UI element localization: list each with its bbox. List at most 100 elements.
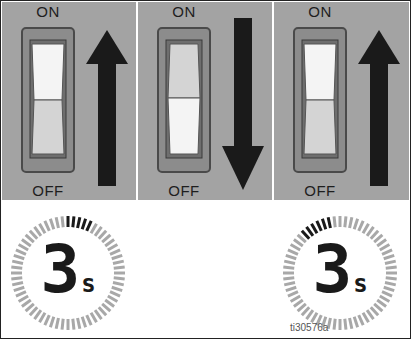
timer-tick bbox=[317, 221, 321, 231]
timer-tick bbox=[56, 318, 58, 329]
timer-tick bbox=[108, 245, 118, 251]
timer-tick bbox=[298, 304, 306, 311]
timer-tick bbox=[385, 283, 396, 285]
timer-tick bbox=[95, 227, 101, 236]
timer-tick bbox=[50, 219, 53, 229]
timer-tick bbox=[56, 217, 58, 228]
direction-arrow bbox=[222, 18, 264, 190]
timer-tick bbox=[374, 235, 382, 242]
timer-tick bbox=[283, 278, 294, 279]
timer-tick bbox=[307, 227, 313, 236]
timer-tick bbox=[367, 227, 373, 236]
timer-tick bbox=[354, 317, 357, 327]
timer-tick bbox=[307, 310, 313, 319]
timer-tick bbox=[112, 255, 122, 258]
timer-tick bbox=[45, 221, 49, 231]
timer-tick bbox=[12, 283, 23, 285]
timer-tick bbox=[328, 318, 330, 329]
timer-tick bbox=[40, 313, 46, 323]
timer-tick bbox=[334, 319, 335, 330]
timer-tick bbox=[359, 221, 363, 231]
timer-tick bbox=[113, 261, 124, 263]
panel-ground bbox=[274, 2, 409, 200]
timer-tick bbox=[82, 219, 85, 229]
rocker-switch bbox=[294, 28, 346, 172]
timer-tick bbox=[45, 315, 49, 325]
timer-tick bbox=[73, 319, 74, 330]
switch-position-label: OFF bbox=[304, 183, 336, 199]
timer-tick bbox=[374, 304, 382, 311]
timer-tick bbox=[386, 267, 397, 268]
timer-tick bbox=[26, 304, 34, 311]
timer-dial: 3s bbox=[10, 215, 126, 331]
timer-tick bbox=[67, 216, 70, 227]
timer-unit: s bbox=[81, 272, 95, 296]
timer-tick bbox=[22, 240, 31, 246]
timer-tick bbox=[363, 313, 369, 323]
timer-tick bbox=[91, 313, 97, 323]
timer-tick bbox=[87, 221, 91, 231]
timer-tick bbox=[350, 217, 352, 228]
timer-dial: 3s bbox=[282, 215, 398, 331]
timer-tick bbox=[286, 255, 296, 258]
timer-tick bbox=[382, 292, 392, 296]
timer-tick bbox=[302, 231, 309, 239]
timer-tick bbox=[67, 319, 70, 330]
timer-tick bbox=[78, 318, 80, 329]
timer-tick bbox=[345, 216, 346, 227]
timer-tick bbox=[99, 231, 106, 239]
timer-tick bbox=[50, 317, 53, 327]
direction-arrow bbox=[358, 30, 400, 186]
rocker-switch bbox=[158, 28, 210, 172]
timer-tick bbox=[294, 300, 303, 306]
timer-tick bbox=[110, 250, 120, 254]
timer-tick bbox=[334, 216, 335, 227]
timer-tick bbox=[26, 235, 34, 242]
timer-tick bbox=[382, 250, 392, 254]
timer-tick bbox=[30, 231, 37, 239]
timer-tick bbox=[110, 292, 120, 296]
timer-tick bbox=[114, 267, 125, 268]
timer-tick bbox=[283, 267, 294, 268]
timer-ring bbox=[11, 216, 125, 330]
timer-tick bbox=[16, 250, 26, 254]
switch-panel: ONOFF bbox=[156, 4, 212, 199]
timer-tick bbox=[385, 261, 396, 263]
switch-panel: ONOFF bbox=[292, 4, 348, 199]
panel-ground bbox=[2, 2, 136, 200]
timer-tick bbox=[298, 235, 306, 242]
timer-digit: 3 bbox=[40, 237, 80, 303]
timer-tick bbox=[16, 292, 26, 296]
timer-tick bbox=[312, 313, 318, 323]
timer-tick bbox=[284, 283, 295, 285]
timer-tick bbox=[12, 261, 23, 263]
timer-tick bbox=[286, 287, 296, 290]
timer-tick bbox=[95, 310, 101, 319]
timer-tick bbox=[371, 231, 378, 239]
timer-tick bbox=[291, 245, 301, 251]
timer-tick bbox=[288, 292, 298, 296]
timer-tick bbox=[114, 278, 125, 279]
timer-tick bbox=[73, 216, 74, 227]
timer-tick bbox=[288, 250, 298, 254]
timer-tick bbox=[30, 307, 37, 315]
timer-tick bbox=[386, 278, 397, 279]
timer-tick bbox=[35, 310, 41, 319]
timer-tick bbox=[345, 319, 346, 330]
timer-tick bbox=[350, 318, 352, 329]
timer-tick bbox=[108, 296, 118, 302]
timer-tick bbox=[339, 216, 342, 227]
rocker-switch bbox=[22, 28, 74, 172]
timer-tick bbox=[40, 224, 46, 234]
timer-tick bbox=[19, 245, 29, 251]
timer-tick bbox=[371, 307, 378, 315]
timer-tick bbox=[354, 219, 357, 229]
timer-tick bbox=[11, 278, 22, 279]
timer-tick bbox=[328, 217, 330, 228]
timer-tick bbox=[105, 300, 114, 306]
timer-tick bbox=[384, 255, 394, 258]
timer-tick bbox=[82, 317, 85, 327]
timer-tick bbox=[283, 272, 294, 275]
